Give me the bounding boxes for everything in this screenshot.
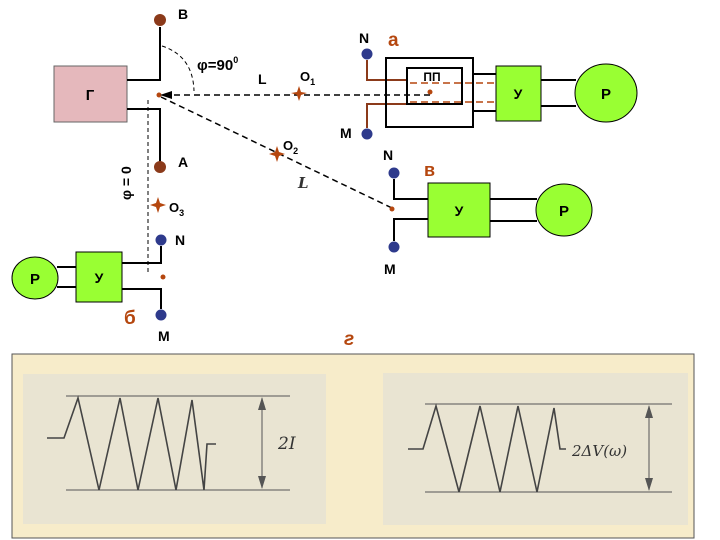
trace-right-arrow-up bbox=[645, 405, 653, 418]
receiver-b-m-label: M bbox=[158, 328, 170, 344]
trace-left-photo bbox=[23, 374, 326, 524]
receiver-b-n-label: N bbox=[175, 232, 185, 248]
receiver-a-n-label: N bbox=[359, 30, 369, 46]
obstacle-3-label: O3 bbox=[169, 200, 184, 218]
obstacle-markers: O1 O2 O3 bbox=[150, 69, 315, 218]
receiver-b-section: N M б У Р bbox=[11, 232, 185, 344]
receiver-a-section: а N M ПП У Р bbox=[340, 30, 638, 141]
receiver-a-electrode-m bbox=[361, 128, 373, 140]
receiver-b-electrode-m bbox=[155, 309, 167, 321]
receiver-a-recorder-label: Р bbox=[601, 86, 611, 103]
receiver-a-recorder bbox=[574, 63, 638, 123]
receiver-v-wire-n bbox=[393, 179, 428, 200]
receiver-v-electrode-m bbox=[388, 241, 400, 253]
trace-left-label: 2I bbox=[277, 434, 296, 454]
trace-left-arrow-up bbox=[258, 397, 266, 410]
distance-label-1: L bbox=[258, 71, 267, 87]
receiver-b-amplifier bbox=[75, 251, 123, 303]
arrowhead-to-dipole bbox=[160, 91, 172, 99]
obstacle-1-label: O1 bbox=[300, 69, 315, 87]
receiver-b-recorder-label: Р bbox=[30, 271, 40, 288]
distance-label-2: L bbox=[297, 174, 309, 192]
line-to-receiver-v bbox=[160, 96, 393, 209]
receiver-b-electrode-n bbox=[155, 234, 167, 246]
receiver-v-recorder-label: Р bbox=[559, 203, 569, 220]
generator-section: Г В А φ=900 bbox=[53, 6, 238, 173]
generator-wire-top bbox=[127, 27, 161, 81]
obstacle-2-label: O2 bbox=[283, 138, 298, 156]
pp-center-point bbox=[427, 89, 433, 95]
obstacle-3-marker: O3 bbox=[150, 197, 184, 218]
trace-right-waveform bbox=[408, 403, 566, 493]
receiver-v-recorder bbox=[535, 183, 593, 237]
trace-left-arrow-down bbox=[258, 476, 266, 489]
angle-90-label: φ=900 bbox=[197, 55, 238, 74]
receiver-b-recorder bbox=[11, 256, 59, 300]
trace-right-label: 2ΔV(ω) bbox=[571, 442, 627, 460]
receiver-b-amplifier-label: У bbox=[95, 270, 104, 286]
obstacle-2-marker: O2 bbox=[269, 138, 298, 162]
receiver-v-tag: в bbox=[424, 160, 435, 180]
pp-label: ПП bbox=[423, 70, 440, 84]
receiver-a-electrode-n bbox=[361, 48, 373, 60]
receiver-v-section: в N M У Р bbox=[383, 147, 593, 277]
pp-outer-frame bbox=[385, 57, 474, 128]
trace-right-photo bbox=[383, 373, 688, 525]
obstacle-1-marker: O1 bbox=[291, 69, 315, 101]
receiver-b-tag: б bbox=[124, 308, 136, 329]
electrode-a bbox=[154, 161, 166, 173]
receiver-v-m-label: M bbox=[384, 261, 396, 277]
receiver-v-electrode-n bbox=[388, 167, 400, 179]
receiver-v-wire-m bbox=[393, 218, 428, 241]
angle-0-label: φ = 0 bbox=[118, 166, 134, 200]
receiver-b-wire-n bbox=[122, 246, 162, 264]
receiver-a-amplifier bbox=[495, 65, 542, 122]
pp-inner-box bbox=[406, 67, 463, 105]
receiver-a-tag: а bbox=[388, 30, 399, 51]
electrode-a-label: А bbox=[178, 154, 188, 170]
electrode-b bbox=[154, 14, 166, 26]
receiver-a-m-label: M bbox=[340, 125, 352, 141]
section-g-tag: г bbox=[344, 329, 354, 350]
generator-box bbox=[53, 65, 128, 123]
receiver-v-amplifier bbox=[427, 182, 491, 238]
receiver-v-center-point bbox=[389, 206, 395, 212]
traces-panel: 2I 2ΔV(ω) bbox=[11, 353, 695, 539]
receiver-a-wire-m bbox=[366, 103, 407, 128]
receiver-b-wire-m bbox=[122, 288, 162, 309]
electrode-b-label: В bbox=[178, 6, 188, 22]
angle-90-arc bbox=[161, 45, 195, 92]
trace-right-arrow-down bbox=[645, 478, 653, 491]
generator-label: Г bbox=[86, 87, 95, 104]
receiver-a-amplifier-label: У bbox=[514, 86, 523, 102]
dipole-center-point bbox=[156, 92, 162, 98]
receiver-a-wire-n bbox=[366, 60, 407, 81]
receiver-v-n-label: N bbox=[383, 147, 393, 163]
receiver-v-amplifier-label: У bbox=[455, 203, 464, 219]
trace-left-waveform bbox=[47, 395, 216, 491]
receiver-b-center-point bbox=[160, 274, 166, 280]
generator-wire-bottom bbox=[127, 108, 161, 165]
